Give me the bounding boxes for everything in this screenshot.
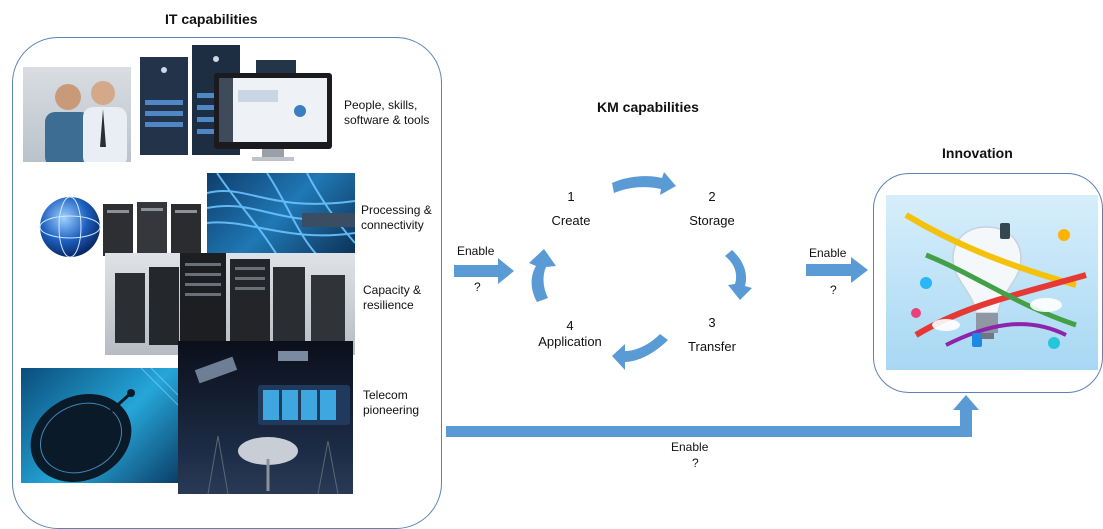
satellite-dish-image [21,368,181,483]
capacity-resilience-label: Capacity & resilience [363,283,422,312]
question-mark-it-innovation: ? [692,456,699,470]
space-telecom-image [178,341,353,494]
server-towers-image [140,45,332,163]
people-photo [23,67,131,162]
km-step-4-number: 4 [566,318,574,333]
people-illustration [45,81,127,162]
km-step-1-number: 1 [567,189,575,204]
km-step-3-number: 3 [708,315,716,330]
km-step-4-label: Application [538,334,602,349]
arrows-layer [446,172,979,437]
cycle-arrow-create-to-storage [612,172,676,195]
km-step-3-label: Transfer [688,339,736,354]
globe-servers-image [37,192,205,262]
cycle-arrow-transfer-to-application [612,334,668,370]
cycle-arrow-application-to-create [529,249,556,302]
km-step-2-label: Storage [689,213,735,228]
cycle-arrow-storage-to-transfer [725,250,752,300]
arrow-it-to-km [454,258,514,284]
enable-label-it-km: Enable [457,244,495,258]
telecom-pioneering-label: Telecom pioneering [363,388,420,417]
km-capabilities-title: KM capabilities [597,99,699,115]
km-step-1-label: Create [551,213,591,228]
it-capabilities-title: IT capabilities [165,11,258,27]
enable-label-km-innovation: Enable [809,246,847,260]
innovation-title: Innovation [942,145,1013,161]
innovation-lightbulb-image [886,195,1098,370]
question-mark-it-km: ? [474,280,481,294]
network-cables-image [207,173,355,255]
processing-connectivity-label: Processing & connectivity [361,203,432,232]
enable-label-it-innovation: Enable [671,440,709,454]
data-center-image [105,253,355,355]
question-mark-km-innovation: ? [830,283,837,297]
km-step-2-number: 2 [708,189,716,204]
people-skills-label: People, skills, software & tools [344,98,430,127]
arrow-it-to-innovation [446,395,979,437]
arrow-km-to-innovation [806,257,868,283]
